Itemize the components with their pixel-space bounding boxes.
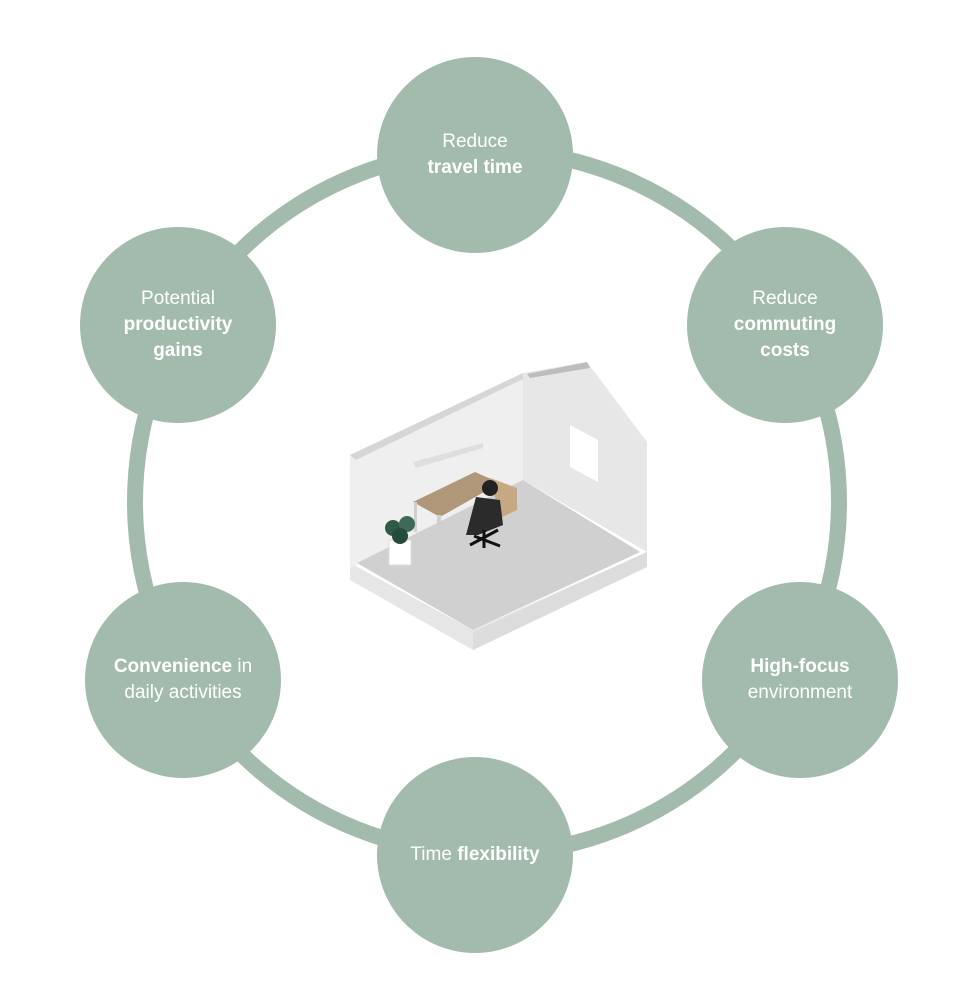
benefit-bold-text: High-focus	[750, 656, 850, 677]
person	[482, 480, 498, 496]
benefit-bold-text: travel time	[427, 157, 523, 178]
benefit-reduce-travel-time: Reduce travel time	[377, 57, 573, 253]
benefit-text: Reduce	[442, 131, 508, 152]
benefit-bold-text: Convenience	[113, 656, 233, 677]
benefit-text: environment	[747, 682, 853, 703]
benefit-reduce-commuting-costs: Reduce commuting costs	[687, 227, 883, 423]
benefit-convenience: Convenience in daily activities	[85, 582, 281, 778]
home-office-illustration	[350, 362, 647, 650]
benefit-high-focus-environment: High-focus environment	[702, 582, 898, 778]
benefit-bold-text: commuting costs	[733, 314, 837, 361]
benefit-text: Time	[410, 844, 452, 865]
benefit-bold-text: flexibility	[457, 844, 540, 865]
benefit-text: Potential	[141, 288, 215, 309]
window	[570, 425, 598, 482]
benefit-productivity-gains: Potential productivity gains	[80, 227, 276, 423]
benefit-text: in daily activities	[124, 656, 253, 703]
benefit-bold-text: productivity gains	[123, 314, 233, 361]
benefit-text: Reduce	[752, 288, 818, 309]
desk	[413, 472, 500, 517]
benefit-time-flexibility: Time flexibility	[377, 757, 573, 953]
